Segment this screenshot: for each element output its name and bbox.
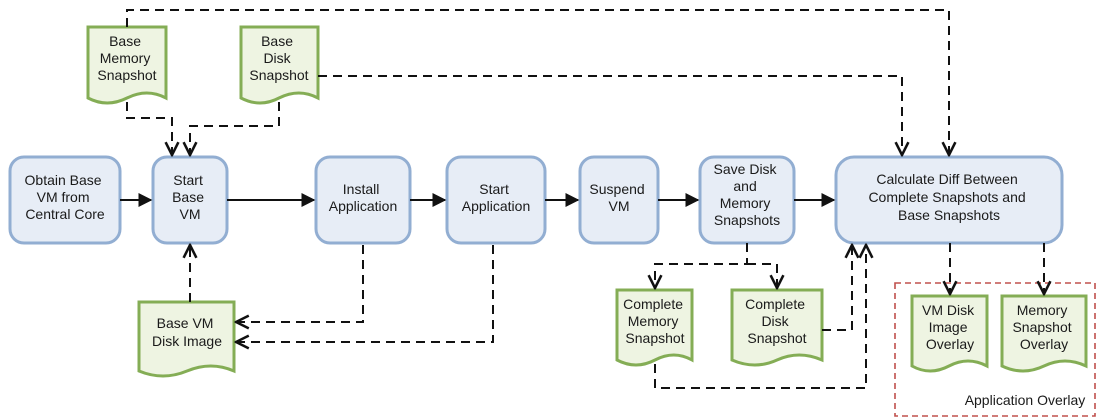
suspend-line-2: VM xyxy=(609,198,630,214)
complete-memory-line-3: Snapshot xyxy=(625,330,684,346)
obtain-line-2: VM from xyxy=(37,189,90,205)
base-disk-line-2: Disk xyxy=(263,50,291,66)
obtain-line-3: Central Core xyxy=(25,206,105,222)
memory-overlay-line-2: Snapshot xyxy=(1012,319,1071,335)
doc-base-disk-snapshot: Base Disk Snapshot xyxy=(239,25,320,105)
application-overlay-group: Application Overlay xyxy=(894,282,1096,417)
install-line-2: Application xyxy=(329,198,398,214)
base-disk-line-3: Snapshot xyxy=(249,67,308,83)
connector-install-to-diskimage xyxy=(236,245,364,322)
svg-text:Base Disk Snapshot: Base Disk Snapshot xyxy=(249,33,308,83)
process-start-base-vm: Start Base VM xyxy=(151,155,229,245)
base-memory-line-3: Snapshot xyxy=(97,67,156,83)
svg-text:Memory Snapshot Ov: Memory Snapshot Overlay xyxy=(1012,302,1075,352)
start-app-line-2: Application xyxy=(462,198,531,214)
connector-base-disk-to-calc xyxy=(318,75,902,155)
vm-disk-overlay-line-3: Overlay xyxy=(926,336,974,352)
svg-text:Start Application: Start Application xyxy=(462,181,531,214)
start-vm-line-2: Base xyxy=(172,189,204,205)
base-memory-line-2: Memory xyxy=(100,50,151,66)
memory-overlay-line-1: Memory xyxy=(1017,302,1068,318)
start-vm-line-3: VM xyxy=(180,206,201,222)
base-disk-line-1: Base xyxy=(261,33,293,49)
doc-vm-disk-image-overlay: VM Disk Image Overlay xyxy=(910,294,989,373)
base-vm-image-line-1: Base VM xyxy=(157,315,214,331)
connector-complete-disk-to-calc xyxy=(822,245,852,331)
calc-line-1: Calculate Diff Between xyxy=(876,171,1017,187)
data-flow-connectors xyxy=(126,9,1044,389)
process-start-application: Start Application xyxy=(445,155,547,245)
doc-memory-snapshot-overlay: Memory Snapshot Overlay xyxy=(1000,294,1088,373)
svg-text:Calculate Diff Between C: Calculate Diff Between Complete Snapshot… xyxy=(868,171,1029,223)
install-line-1: Install xyxy=(343,181,380,197)
svg-text:Base VM Disk Image: Base VM Disk Image xyxy=(152,315,222,349)
doc-base-memory-snapshot: Base Memory Snapshot xyxy=(86,25,168,105)
connector-startapp-to-diskimage xyxy=(236,245,494,342)
connector-complete-memory-to-calc xyxy=(654,245,866,389)
complete-disk-line-1: Complete xyxy=(745,296,805,312)
complete-memory-line-1: Complete xyxy=(623,296,683,312)
vm-disk-overlay-line-2: Image xyxy=(929,319,968,335)
svg-text:Save Disk and Memo: Save Disk and Memory Snapshots xyxy=(714,161,781,228)
connector-save-to-complete-memory xyxy=(655,243,748,288)
svg-text:Obtain Base VM from: Obtain Base VM from Central Core xyxy=(25,172,106,222)
save-line-2: and xyxy=(733,178,756,194)
base-vm-image-line-2: Disk Image xyxy=(152,333,222,349)
process-suspend-vm: Suspend VM xyxy=(578,155,660,245)
process-save-snapshots: Save Disk and Memory Snapshots xyxy=(698,155,796,245)
doc-complete-disk-snapshot: Complete Disk Snapshot xyxy=(730,288,824,367)
connector-base-memory-to-startvm xyxy=(126,102,172,155)
calc-line-2: Complete Snapshots and xyxy=(868,189,1025,205)
save-line-3: Memory xyxy=(720,195,771,211)
connector-base-memory-to-calc xyxy=(126,9,949,155)
process-install-application: Install Application xyxy=(314,155,412,245)
process-calculate-diff: Calculate Diff Between Complete Snapshot… xyxy=(834,155,1064,245)
svg-text:Start Base VM: Start Base VM xyxy=(172,172,208,222)
save-line-1: Save Disk xyxy=(714,161,778,177)
start-app-line-1: Start xyxy=(479,181,509,197)
process-obtain-base-vm: Obtain Base VM from Central Core xyxy=(8,155,122,245)
svg-text:Complete Disk Snap: Complete Disk Snapshot xyxy=(745,296,809,346)
base-memory-line-1: Base xyxy=(109,33,141,49)
svg-text:Install Application: Install Application xyxy=(329,181,398,214)
application-overlay-label: Application Overlay xyxy=(965,392,1086,408)
suspend-line-1: Suspend xyxy=(589,181,644,197)
complete-disk-line-3: Snapshot xyxy=(747,330,806,346)
svg-text:Base Memory Snapsh: Base Memory Snapshot xyxy=(97,33,156,83)
obtain-line-1: Obtain Base xyxy=(25,172,102,188)
doc-base-vm-disk-image: Base VM Disk Image xyxy=(137,300,236,378)
start-vm-line-1: Start xyxy=(173,172,203,188)
svg-text:VM Disk Image Over: VM Disk Image Overlay xyxy=(922,302,978,352)
vm-disk-overlay-line-1: VM Disk xyxy=(922,302,975,318)
connector-save-to-complete-disk xyxy=(747,263,777,288)
svg-text:Complete Memory Sn: Complete Memory Snapshot xyxy=(623,296,687,346)
connector-base-disk-to-startvm xyxy=(190,102,280,155)
complete-memory-line-2: Memory xyxy=(628,313,679,329)
svg-text:Suspend VM: Suspend VM xyxy=(589,181,648,214)
save-line-4: Snapshots xyxy=(714,212,780,228)
complete-disk-line-2: Disk xyxy=(761,313,789,329)
memory-overlay-line-3: Overlay xyxy=(1020,336,1068,352)
calc-line-3: Base Snapshots xyxy=(898,207,1000,223)
doc-complete-memory-snapshot: Complete Memory Snapshot xyxy=(615,288,694,367)
